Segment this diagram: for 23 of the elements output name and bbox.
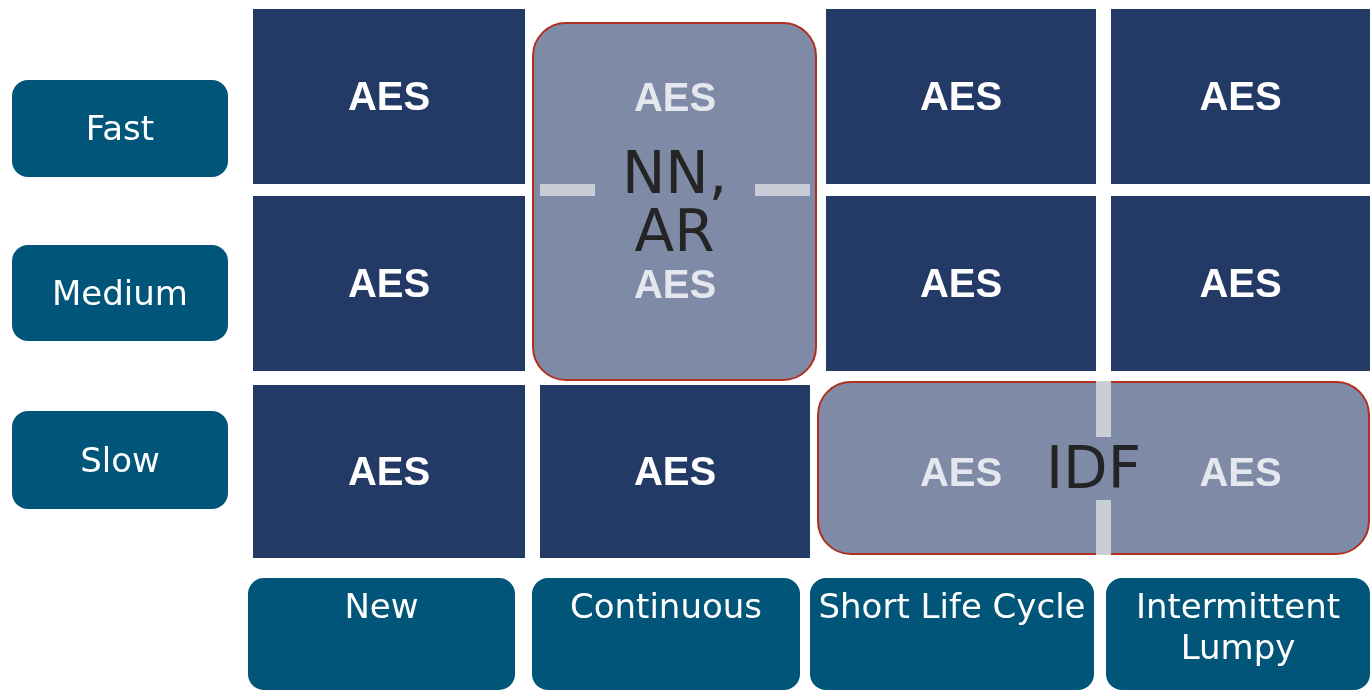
column-header: Intermittent Lumpy	[1106, 578, 1370, 690]
column-header: New	[248, 578, 515, 690]
row-header: Slow	[12, 411, 228, 509]
grid-cell: AES	[540, 385, 810, 558]
row-header: Fast	[12, 80, 228, 177]
highlight-region	[817, 381, 1370, 555]
grid-cell: AES	[1111, 9, 1370, 184]
grid-cell: AES	[253, 385, 525, 558]
region-label: NN, AR	[620, 143, 729, 260]
cell-label: AES	[916, 451, 1006, 492]
column-header: Short Life Cycle	[810, 578, 1094, 690]
region-label: IDF	[1045, 439, 1142, 497]
grid-cell: AES	[826, 9, 1096, 184]
grid-cell: AES	[826, 196, 1096, 371]
grid-cell: AES	[1111, 196, 1370, 371]
cell-label: AES	[630, 263, 720, 304]
cell-label: AES	[1195, 451, 1286, 492]
grid-cell: AES	[253, 9, 525, 184]
row-header: Medium	[12, 245, 228, 341]
cell-label: AES	[630, 76, 720, 117]
column-header: Continuous	[532, 578, 800, 690]
grid-cell: AES	[253, 196, 525, 371]
highlight-region	[532, 22, 817, 381]
